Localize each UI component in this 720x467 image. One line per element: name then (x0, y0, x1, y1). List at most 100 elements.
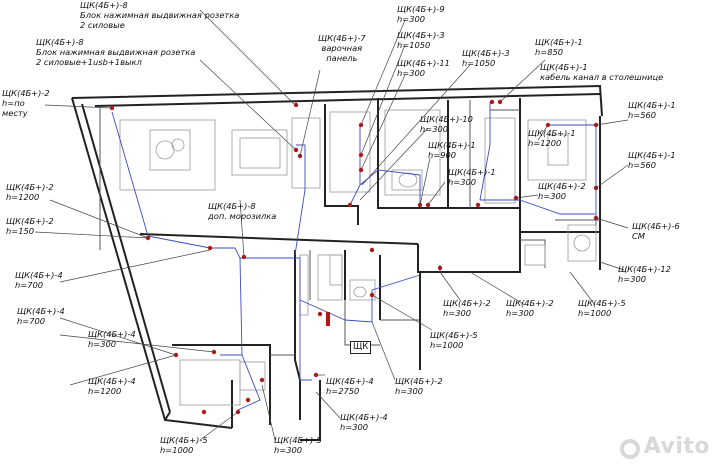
socket-label-detail: h=560 (628, 160, 657, 170)
socket-label-detail: h=по (2, 98, 25, 108)
leader-lines (34, 9, 629, 441)
socket-mark (207, 245, 213, 251)
socket-label-code: ЩК(4Б+)-5 (430, 330, 478, 340)
socket-label-code: ЩК(4Б+)-10 (420, 114, 473, 124)
socket-mark (259, 377, 265, 383)
socket-label-code: ЩК(4Б+)-2 (538, 181, 586, 191)
socket-label-detail: h=2750 (326, 386, 360, 396)
socket-label-detail: h=300 (88, 339, 117, 349)
socket-label-detail: варочная (321, 43, 363, 53)
socket-label-code: ЩК(4Б+)-4 (17, 306, 65, 316)
socket-label-detail: h=300 (420, 124, 449, 134)
socket-label-detail: h=1050 (397, 40, 431, 50)
watermark-text: Avito (643, 434, 710, 459)
socket-label-detail: h=300 (443, 308, 472, 318)
socket-label-code: ЩК(4Б+)-2 (395, 376, 443, 386)
watermark-logo-icon (619, 439, 640, 459)
socket-label-code: ЩК(4Б+)-2 (6, 182, 54, 192)
socket-mark (437, 265, 443, 271)
socket-label-detail: h=1000 (160, 445, 194, 455)
socket-label-detail: h=1000 (430, 340, 464, 350)
socket-label-code: ЩК(4Б+)-4 (340, 412, 388, 422)
socket-label-code: ЩК(4Б+)-5 (160, 435, 208, 445)
socket-label-code: ЩК(4Б+)-8 (36, 37, 84, 47)
socket-label-detail: 2 силовые+1usb+1выкл (36, 57, 142, 67)
socket-label-detail: кабель канал в столешнице (540, 72, 664, 82)
socket-label-code: ЩК(4Б+)-1 (428, 140, 476, 150)
socket-label-code: ЩК(4Б+)-5 (578, 298, 626, 308)
socket-label-detail: h=300 (506, 308, 535, 318)
cables (111, 102, 597, 411)
socket-label-detail: СМ (632, 231, 645, 241)
socket-label-code: ЩК(4Б+)-1 (528, 128, 576, 138)
socket-label-detail: h=1000 (578, 308, 612, 318)
socket-mark (326, 312, 330, 326)
socket-label-detail: h=1050 (462, 58, 496, 68)
socket-label-code: ЩК(4Б+)-1 (448, 167, 496, 177)
socket-label-code: ЩК(4Б+)-11 (397, 58, 450, 68)
socket-label-detail: h=560 (628, 110, 657, 120)
socket-label-code: ЩК(4Б+)-8 (208, 201, 256, 211)
socket-label-code: ЩК(4Б+)-7 (318, 33, 366, 43)
socket-mark (489, 99, 495, 105)
socket-label-detail: h=300 (538, 191, 567, 201)
socket-mark (201, 409, 207, 415)
socket-label-code: ЩК(4Б+)-2 (506, 298, 554, 308)
socket-label-detail: h=300 (448, 177, 477, 187)
socket-label-detail: месту (2, 108, 28, 118)
socket-mark (317, 311, 323, 317)
socket-label-code: ЩК(4Б+)-4 (88, 329, 136, 339)
socket-label-detail: 2 силовые (80, 20, 125, 30)
socket-label-code: ЩК(4Б+)-2 (443, 298, 491, 308)
socket-label-detail: h=1200 (6, 192, 40, 202)
socket-label-detail: h=300 (395, 386, 424, 396)
socket-label-detail: Блок нажимная выдвижная розетка (80, 10, 240, 20)
socket-mark (475, 202, 481, 208)
socket-mark (347, 202, 353, 208)
socket-label-code: ЩК(4Б+)-2 (2, 88, 50, 98)
socket-mark (245, 397, 251, 403)
socket-label-code: ЩК(4Б+)-3 (462, 48, 510, 58)
socket-label-detail: доп. морозилка (208, 211, 277, 221)
socket-label-code: ЩК(4Б+)-4 (326, 376, 374, 386)
socket-label-code: ЩК(4Б+)-2 (6, 216, 54, 226)
socket-label-detail: h=1200 (528, 138, 562, 148)
socket-mark (369, 247, 375, 253)
panel-label: ЩК (350, 341, 372, 354)
sockets (109, 99, 599, 415)
socket-label-code: ЩК(4Б+)-1 (540, 62, 588, 72)
socket-label-code: ЩК(4Б+)-4 (15, 270, 63, 280)
socket-label-code: ЩК(4Б+)-3 (397, 30, 445, 40)
socket-label-code: ЩК(4Б+)-9 (397, 4, 445, 14)
socket-label-detail: h=300 (397, 68, 426, 78)
